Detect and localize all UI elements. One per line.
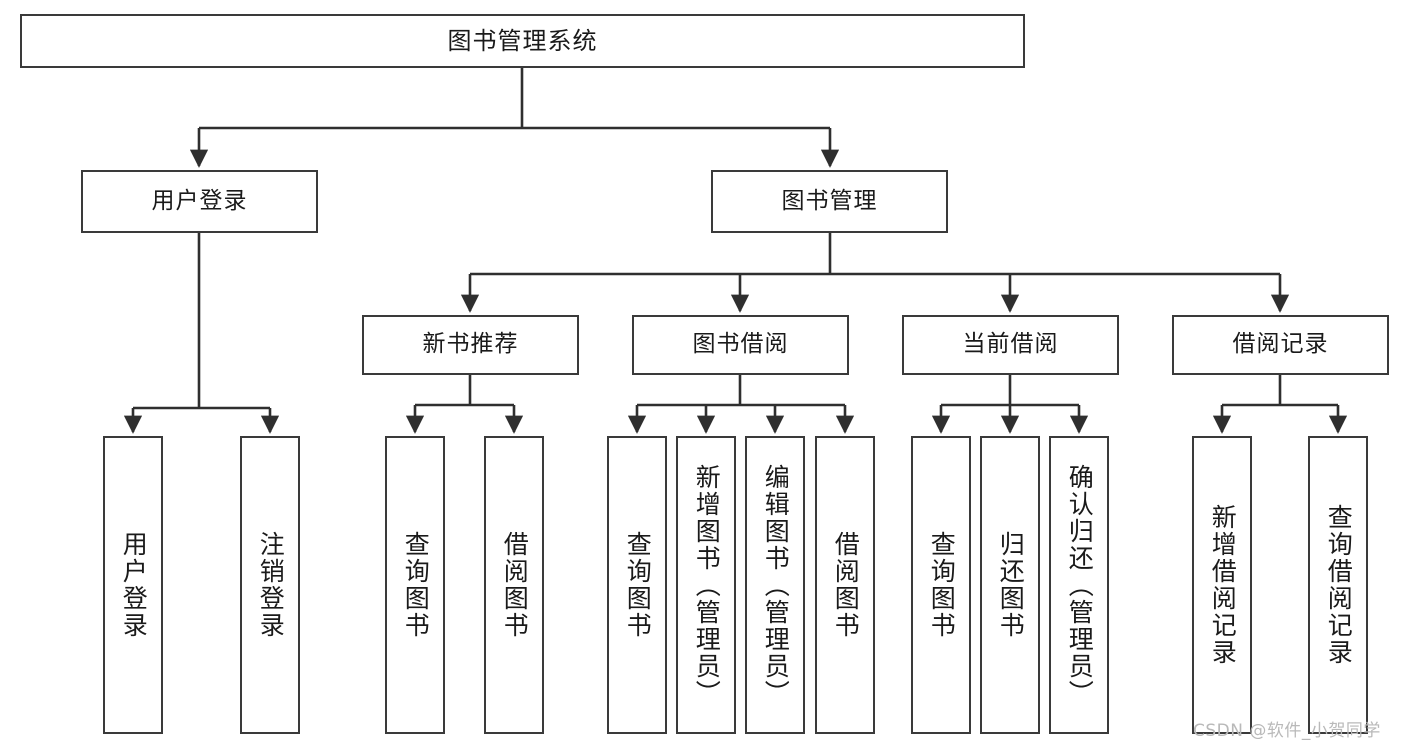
node-borrow-record[interactable]: 借阅记录	[1172, 315, 1389, 375]
node-leaf-return-book[interactable]: 归还图书	[980, 436, 1040, 734]
node-label: 图书管理	[781, 187, 878, 214]
node-label: 新增借阅记录	[1208, 504, 1238, 666]
node-book-borrow[interactable]: 图书借阅	[632, 315, 849, 375]
node-label: 查询借阅记录	[1324, 504, 1354, 666]
node-leaf-query-book-current[interactable]: 查询图书	[911, 436, 971, 734]
node-label: 图书管理系统	[447, 26, 598, 55]
node-leaf-query-book-recommend[interactable]: 查询图书	[385, 436, 445, 734]
node-leaf-borrow-book[interactable]: 借阅图书	[815, 436, 875, 734]
node-leaf-query-book-borrow[interactable]: 查询图书	[607, 436, 667, 734]
node-label: 新增图书（管理员）	[692, 463, 722, 707]
node-label: 查询图书	[927, 531, 957, 639]
csdn-watermark: CSDN @软件_小贺同学	[1193, 721, 1381, 741]
node-label: 新书推荐	[422, 331, 519, 358]
node-leaf-borrow-book-recommend[interactable]: 借阅图书	[484, 436, 544, 734]
node-leaf-add-book-admin[interactable]: 新增图书（管理员）	[676, 436, 736, 734]
node-leaf-add-borrow-record[interactable]: 新增借阅记录	[1192, 436, 1252, 734]
node-label: 查询图书	[623, 531, 653, 639]
node-label: 查询图书	[401, 531, 431, 639]
node-label: 借阅图书	[500, 531, 530, 639]
node-leaf-logout-login[interactable]: 注销登录	[240, 436, 300, 734]
node-leaf-query-borrow-record[interactable]: 查询借阅记录	[1308, 436, 1368, 734]
node-root-book-management-system[interactable]: 图书管理系统	[20, 14, 1025, 68]
node-user-login[interactable]: 用户登录	[81, 170, 318, 233]
node-label: 用户登录	[151, 187, 248, 214]
node-leaf-edit-book-admin[interactable]: 编辑图书（管理员）	[745, 436, 805, 734]
node-label: 图书借阅	[692, 331, 789, 358]
node-new-book-recommend[interactable]: 新书推荐	[362, 315, 579, 375]
node-label: 归还图书	[996, 531, 1026, 639]
node-book-management[interactable]: 图书管理	[711, 170, 948, 233]
node-leaf-confirm-return-admin[interactable]: 确认归还（管理员）	[1049, 436, 1109, 734]
node-label: 当前借阅	[962, 331, 1059, 358]
node-label: 编辑图书（管理员）	[761, 463, 791, 707]
node-label: 借阅记录	[1232, 331, 1329, 358]
node-label: 用户登录	[119, 531, 149, 639]
node-label: 借阅图书	[831, 531, 861, 639]
node-label: 确认归还（管理员）	[1065, 463, 1095, 707]
node-label: 注销登录	[256, 531, 286, 639]
node-leaf-user-login[interactable]: 用户登录	[103, 436, 163, 734]
node-current-borrow[interactable]: 当前借阅	[902, 315, 1119, 375]
